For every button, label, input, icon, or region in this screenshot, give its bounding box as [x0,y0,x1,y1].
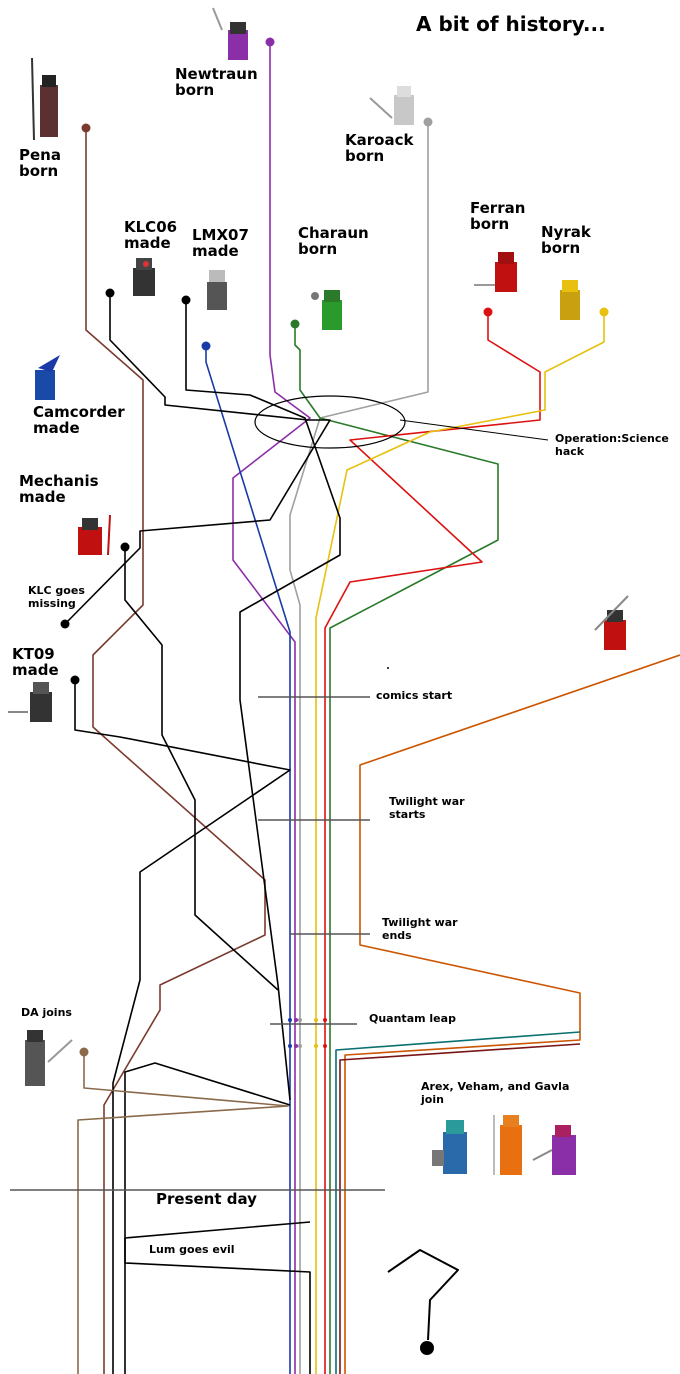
klc06-dot [105,288,115,298]
veham-sprite [493,1115,522,1175]
ferran-line [324,312,541,1374]
label-kt09: KT09 made [12,645,59,680]
question-dot [420,1341,434,1355]
da-line [77,1052,289,1374]
arex-sprite [432,1120,467,1174]
label-klc-missing: KLC goes missing [28,584,85,610]
lmx-dot [181,295,191,305]
karoack-dot [423,117,433,127]
label-klc06: KLC06 made [124,218,178,253]
label-twilight-start: Twilight war starts [389,795,465,821]
kt09-dot [70,675,80,685]
character-sprites [8,7,629,1175]
label-ferran: Ferran born [470,199,526,234]
karoack-sprite [369,86,414,125]
question-mark-shape [387,1249,459,1341]
kt09-sprite [8,682,52,722]
operation-ellipse [254,395,406,449]
da-dot [79,1047,89,1057]
gavla-sprite [532,1125,576,1175]
label-present: Present day [156,1190,257,1208]
camcorder-sprite [35,355,60,400]
klc-missing-dot [60,619,70,629]
orange-line [344,654,680,1374]
label-da: DA joins [21,1006,72,1019]
label-newtraun: Newtraun born [175,65,258,100]
ferran-sprite [474,252,517,292]
charaun-dot [290,319,300,329]
label-twilight-end: Twilight war ends [382,916,458,942]
page-title: A bit of history... [416,12,606,36]
da-sprite [25,1030,73,1086]
nyrak-sprite [560,280,580,320]
label-karoack: Karoack born [345,131,414,166]
label-mechanis: Mechanis made [19,472,99,507]
mechanis-line [124,547,279,991]
kt09-line [74,680,291,1374]
ferran-dot [483,307,493,317]
klc06-sprite [133,258,155,296]
nyrak-line [315,312,605,1374]
lmx07-line [205,346,291,1374]
label-camcorder: Camcorder made [33,403,125,438]
pena-sprite [31,57,58,141]
operation-pointer [399,419,549,441]
klc06-line [64,293,331,625]
spear-sprite [594,595,629,650]
mechanis-dot [120,542,130,552]
label-charaun: Charaun born [298,224,369,259]
lmx-black-line [185,300,341,1101]
teal-line [335,1031,581,1374]
lmx07-sprite [207,270,227,310]
label-nyrak: Nyrak born [541,223,591,258]
mechanis-sprite [78,514,111,556]
lum-line [124,1221,311,1374]
label-quantam: Quantam leap [369,1012,456,1025]
pena-dot [81,123,91,133]
newtraun-dot [265,37,275,47]
lmx07-blue-dot [201,341,211,351]
pena-line [85,128,266,1374]
label-lmx07: LMX07 made [192,226,249,261]
label-operation: Operation:Science hack [555,432,669,458]
maroon-line [339,1043,581,1374]
label-comics: comics start [376,689,453,702]
newtraun-line [232,42,311,1374]
label-pena: Pena born [19,146,61,181]
label-arex: Arex, Veham, and Gavla join [421,1080,570,1106]
karoack-line [289,122,429,1374]
charaun-line [294,324,499,1374]
label-lum: Lum goes evil [149,1243,235,1256]
nyrak-dot [599,307,609,317]
newtraun-sprite [212,7,248,60]
charaun-sprite [311,290,342,330]
